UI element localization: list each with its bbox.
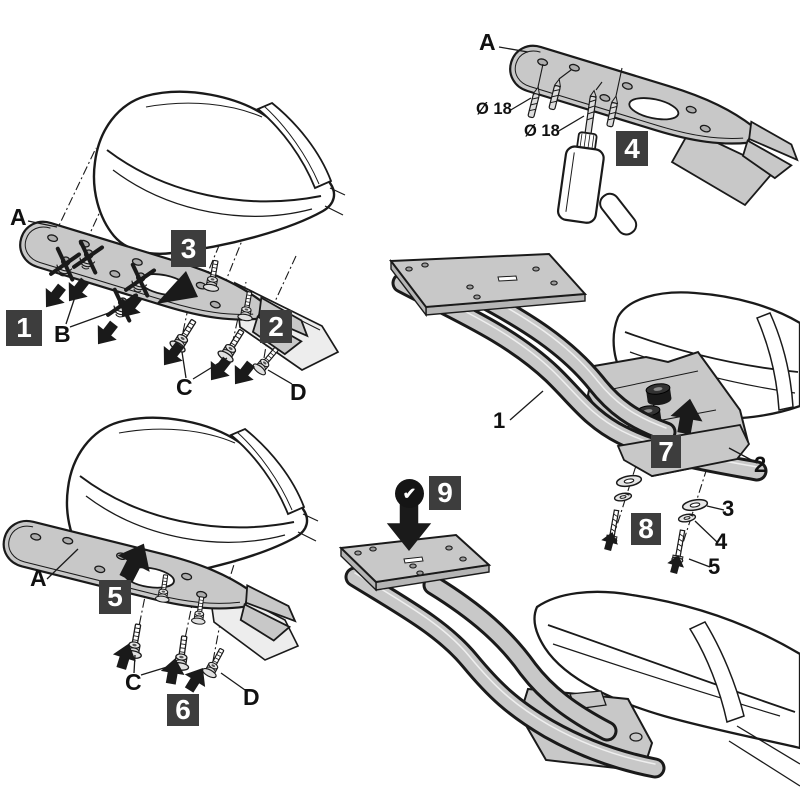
part-label-3: 3 (722, 496, 735, 521)
leader-lines (498, 46, 585, 133)
label-screw-d-install: D (243, 684, 260, 710)
rack-install-assembly (389, 252, 800, 576)
label-discard-b: B (54, 321, 71, 347)
washer-icon (681, 497, 709, 513)
motorcycle-seat-illustration (533, 590, 800, 787)
drill-diameter-label-right: Ø 18 (524, 122, 560, 140)
step-badge-4: 4 (616, 131, 648, 166)
pillion-seat-illustration (92, 90, 347, 255)
label-screw-d-removal: D (290, 379, 307, 405)
bracket-plate-a (500, 38, 800, 184)
leader-lines (509, 390, 758, 568)
drilling-assembly (498, 38, 800, 236)
step-badge-2: 2 (260, 310, 292, 343)
part-label-1: 1 (493, 408, 506, 433)
mounting-plate-lower-tab (616, 423, 751, 477)
install-bracket-assembly (0, 416, 320, 697)
leader-lines (46, 548, 246, 691)
step-badge-8: 8 (631, 513, 661, 545)
rack-top-plate (389, 252, 588, 318)
step-badge-3: 3 (171, 230, 206, 267)
label-screws-c-install: C (125, 669, 142, 695)
screw-icon (200, 645, 230, 680)
final-check-assembly (338, 502, 800, 787)
notch-arrow-icon (156, 271, 198, 304)
rack-tube-illustration (344, 566, 666, 779)
step-badge-9: 9 (429, 476, 461, 510)
drill-diameter-label-left: Ø 18 (476, 100, 512, 118)
label-bracket-a-install: A (30, 565, 47, 591)
label-bracket-a-removal: A (10, 204, 27, 230)
part-label-2: 2 (754, 452, 767, 477)
drill-pointer-lines (537, 63, 623, 97)
part-label-5: 5 (708, 554, 721, 579)
drill-tool-icon (556, 89, 605, 224)
drill-handle (599, 192, 638, 236)
part-label-4: 4 (715, 529, 728, 554)
step-badge-6: 6 (167, 694, 199, 726)
label-screws-c-removal: C (176, 374, 193, 400)
check-icon: ✔ (395, 479, 424, 508)
screw-icon (215, 325, 250, 365)
spring-washer-icon (677, 512, 697, 524)
step-badge-5: 5 (99, 580, 131, 614)
leader-lines (27, 220, 293, 385)
label-bracket-a-drill: A (479, 29, 496, 55)
washer-icon (615, 473, 643, 489)
spring-washer-icon (613, 491, 633, 503)
step-badge-7: 7 (651, 435, 681, 468)
step-badge-1: 1 (6, 310, 42, 346)
